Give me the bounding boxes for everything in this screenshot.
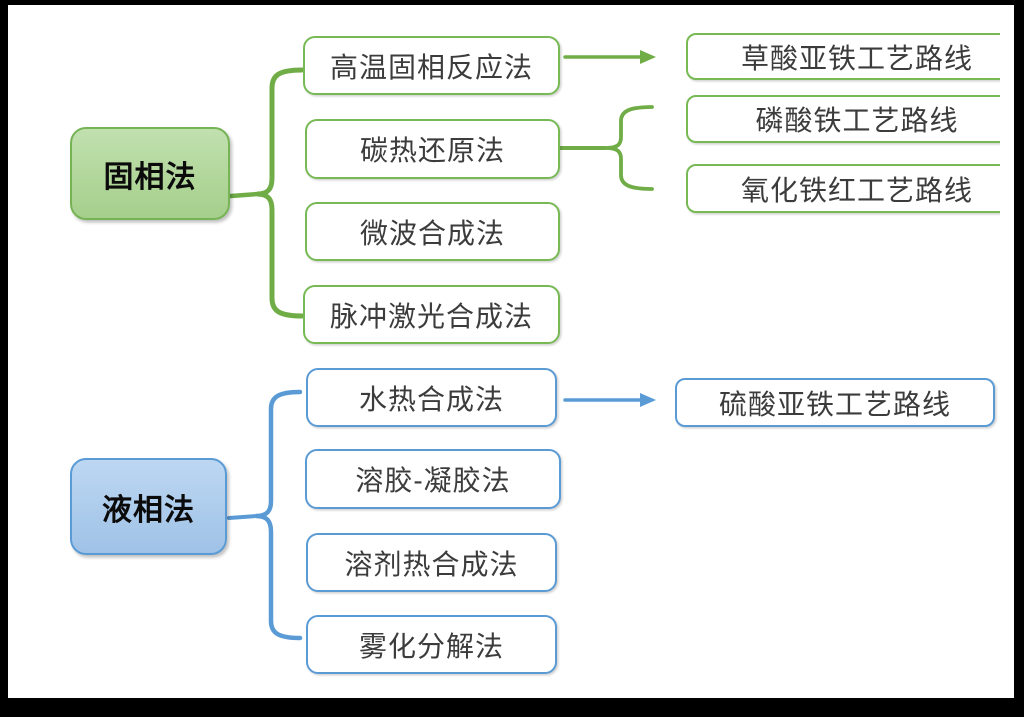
- solid-parent-link-line: [228, 191, 261, 199]
- route-node-ferrous-oxalate-clip: 草酸亚铁工艺路线: [686, 33, 1000, 85]
- method-node-high-temp-solid-state: 高温固相反应法: [303, 36, 560, 95]
- route-label: 硫酸亚铁工艺路线: [718, 388, 951, 420]
- carbothermal-brace: [605, 105, 654, 191]
- route-node-iron-oxide-red-clip: 氧化铁红工艺路线: [686, 164, 1000, 217]
- frame-border-top: [0, 0, 1024, 5]
- route-label: 磷酸铁工艺路线: [755, 105, 959, 136]
- method-node-pulsed-laser-synthesis: 脉冲激光合成法: [303, 285, 560, 344]
- method-node-solvothermal-synthesis: 溶剂热合成法: [306, 533, 557, 592]
- method-label: 溶胶-凝胶法: [355, 465, 511, 496]
- route-node-ferrous-sulfate: 硫酸亚铁工艺路线: [675, 378, 995, 427]
- frame-border-right: [1014, 0, 1024, 717]
- parent-node-solid-phase: 固相法: [70, 127, 230, 220]
- route-node-iron-oxide-red: 氧化铁红工艺路线: [686, 164, 1000, 213]
- method-node-atomization-decomposition: 雾化分解法: [306, 615, 557, 674]
- method-label: 高温固相反应法: [329, 51, 533, 83]
- solid-group-brace: [256, 67, 305, 319]
- solid-arrow-head: [640, 50, 656, 64]
- method-label: 微波合成法: [359, 217, 505, 249]
- method-label: 脉冲激光合成法: [329, 300, 533, 332]
- method-node-hydrothermal-synthesis: 水热合成法: [306, 368, 557, 427]
- route-node-iron-phosphate: 磷酸铁工艺路线: [686, 95, 1000, 143]
- route-node-ferrous-oxalate: 草酸亚铁工艺路线: [686, 33, 1000, 80]
- frame-border-left: [0, 0, 8, 717]
- route-node-iron-phosphate-clip: 磷酸铁工艺路线: [686, 95, 1000, 147]
- liquid-parent-link-line: [227, 514, 258, 520]
- parent-node-solid-phase-label: 固相法: [103, 160, 197, 194]
- method-node-sol-gel: 溶胶-凝胶法: [305, 449, 561, 509]
- method-label: 雾化分解法: [358, 630, 504, 662]
- liquid-group-brace: [255, 389, 303, 641]
- method-node-carbothermal-reduction: 碳热还原法: [305, 119, 560, 179]
- liquid-arrow-head: [640, 393, 656, 407]
- method-label: 碳热还原法: [359, 135, 505, 166]
- method-label: 溶剂热合成法: [344, 548, 519, 580]
- frame-border-bottom: [0, 698, 1024, 717]
- method-label: 水热合成法: [358, 383, 504, 415]
- method-node-microwave-synthesis: 微波合成法: [305, 202, 560, 261]
- parent-node-liquid-phase: 液相法: [70, 458, 227, 555]
- route-label: 氧化铁红工艺路线: [740, 174, 973, 206]
- route-label: 草酸亚铁工艺路线: [740, 42, 973, 74]
- parent-node-liquid-phase-label: 液相法: [102, 493, 195, 527]
